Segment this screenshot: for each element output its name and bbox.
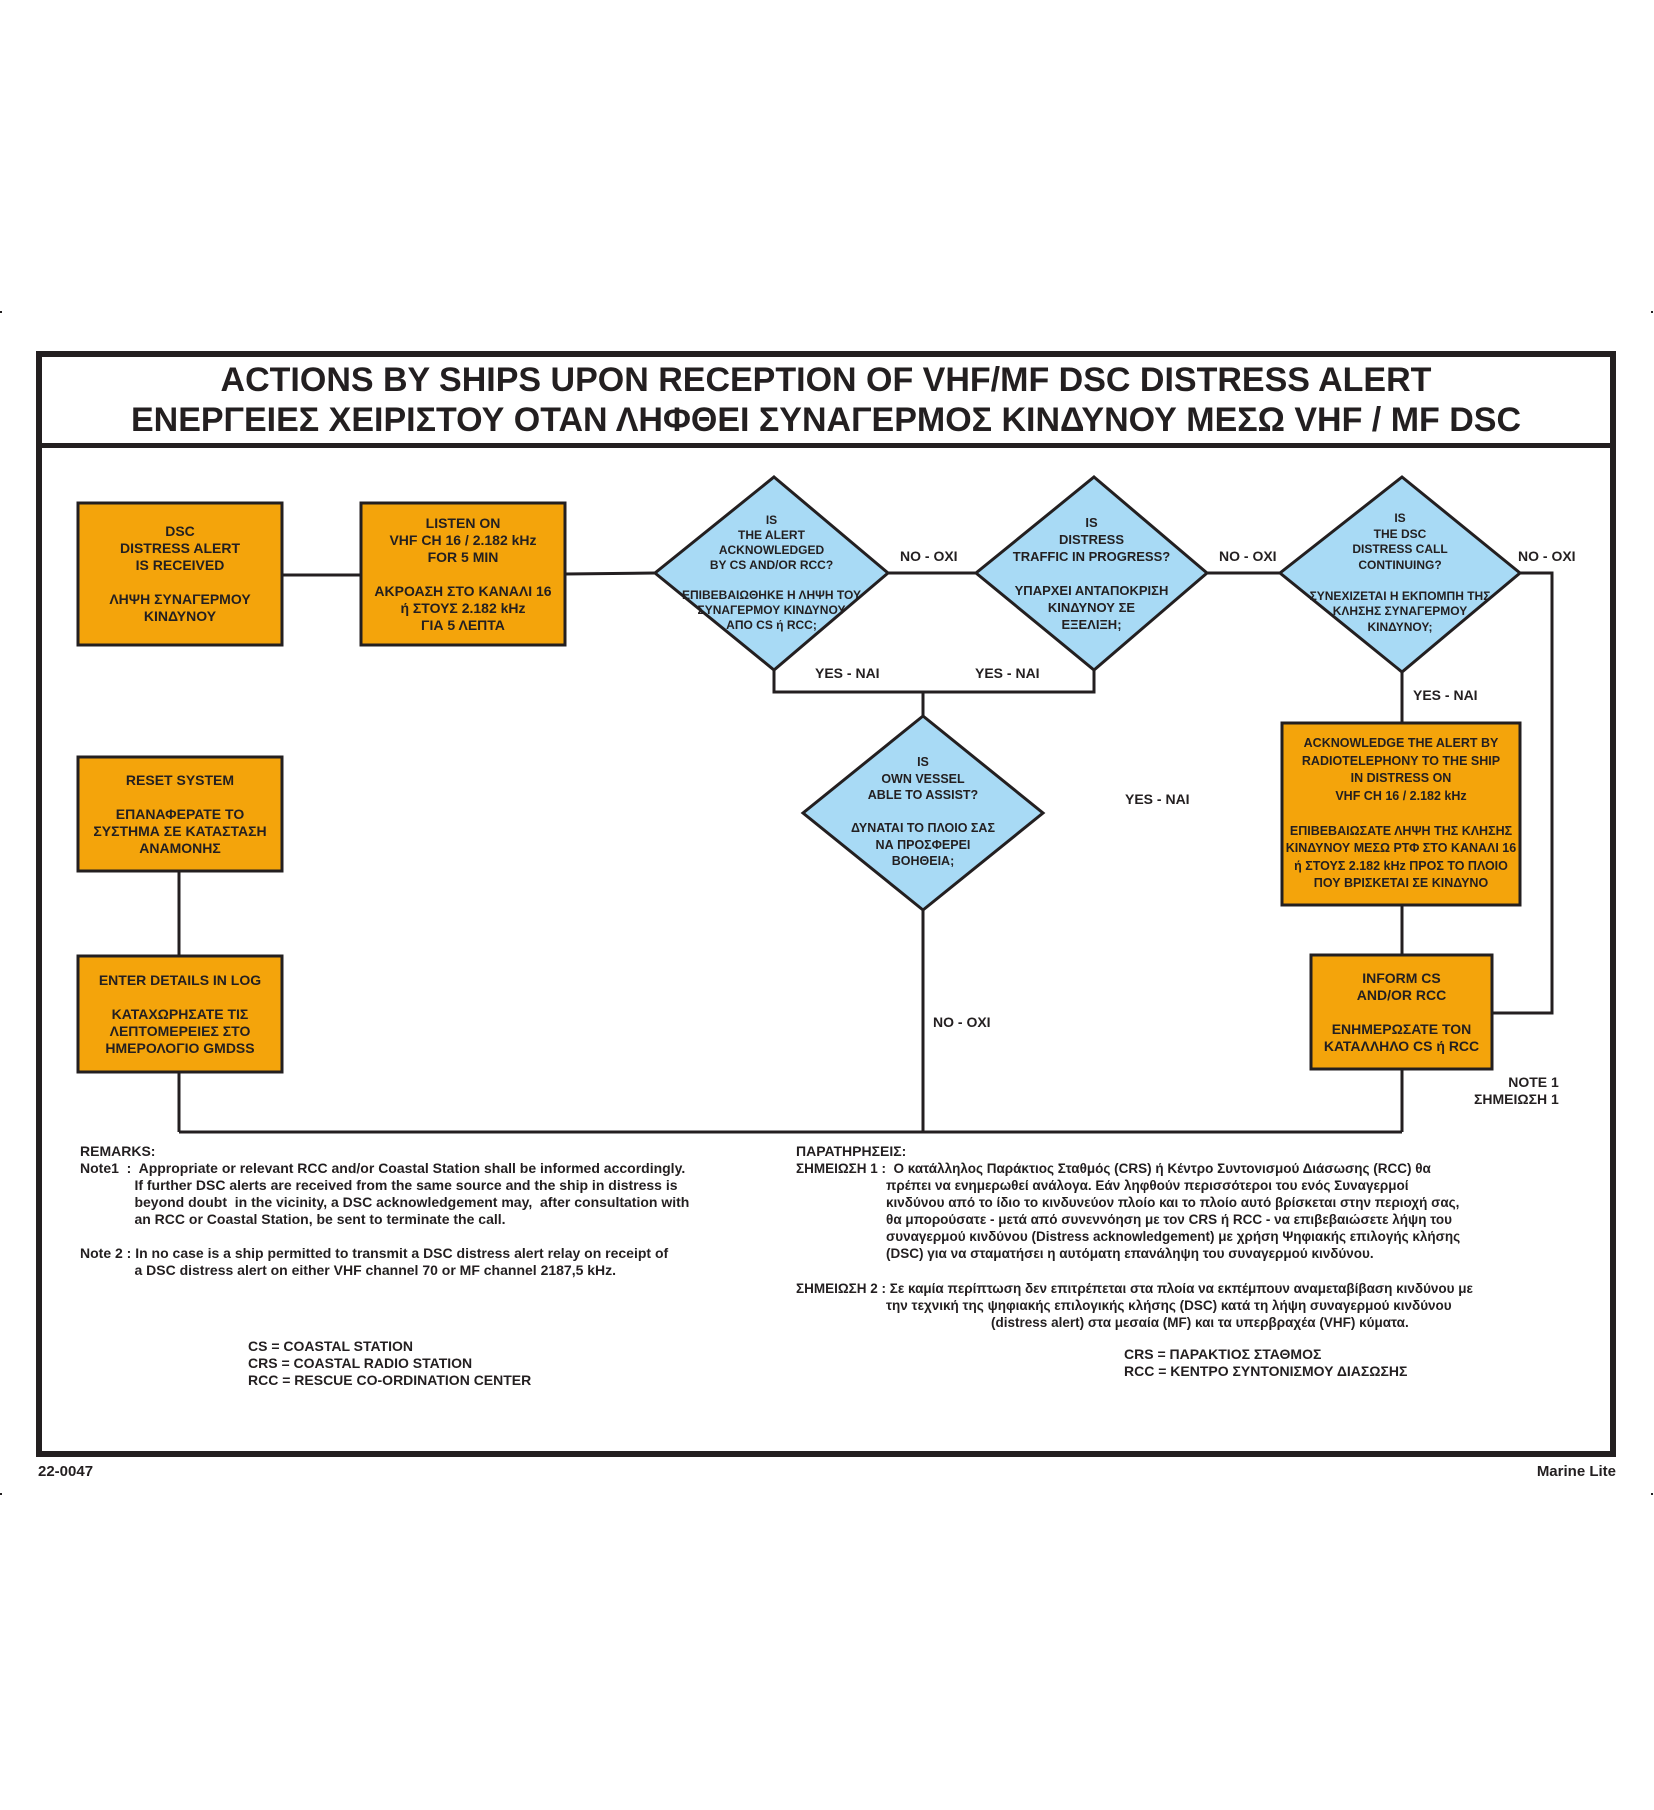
diamond-acknowledged <box>652 475 891 672</box>
remarks-gr-note1: ΣΗΜΕΙΩΣΗ 1 : Ο κατάλληλος Παράκτιος Σταθ… <box>796 1161 1461 1261</box>
reset-text: RESET SYSTEM ΕΠΑΝΑΦΕΡΑΤΕ ΤΟ ΣΥΣΤΗΜΑ ΣΕ Κ… <box>93 771 267 856</box>
acknowledged-text: IS THE ALERT ACKNOWLEDGED BY CS AND/OR R… <box>681 513 861 632</box>
connector-lines <box>177 571 1554 1134</box>
remarks-note1: Note1 : Appropriate or relevant RCC and/… <box>80 1160 690 1227</box>
label-no-continuing: NO - OXI <box>1518 548 1576 564</box>
abbreviations-gr: CRS = ΠΑΡΑΚΤΙΟΣ ΣΤΑΘΜΟΣ RCC = ΚΕΝΤΡΟ ΣΥΝ… <box>1124 1346 1408 1379</box>
title-bar: ACTIONS BY SHIPS UPON RECEPTION OF VHF/M… <box>42 357 1610 448</box>
title-english: ACTIONS BY SHIPS UPON RECEPTION OF VHF/M… <box>220 361 1432 399</box>
chart-frame <box>36 351 1616 1457</box>
remarks-note2: Note 2 : In no case is a ship permitted … <box>80 1245 669 1278</box>
brand-name: Marine Lite <box>1536 1463 1616 1480</box>
traffic-text: IS DISTRESS TRAFFIC IN PROGRESS? ΥΠΑΡΧΕΙ… <box>1012 514 1171 632</box>
crop-mark <box>0 1493 2 1495</box>
box-log <box>76 954 284 1074</box>
box-inform <box>1309 953 1494 1071</box>
label-no-traffic: NO - OXI <box>1219 548 1277 564</box>
label-no-acknowledged: NO - OXI <box>900 548 958 564</box>
box-listen <box>359 501 567 647</box>
remarks-gr-heading: ΠΑΡΑΤΗΡΗΣΕΙΣ: <box>796 1143 907 1159</box>
title-greek: ΕΝΕΡΓΕΙΕΣ ΧΕΙΡΙΣΤΟΥ ΟΤΑΝ ΛΗΦΘΕΙ ΣΥΝΑΓΕΡΜ… <box>130 401 1522 439</box>
acknowledge-text: ACKNOWLEDGE THE ALERT BY RADIOTELEPHONY … <box>1285 736 1517 891</box>
product-code: 22-0047 <box>38 1463 94 1480</box>
continuing-text: IS THE DSC DISTRESS CALL CONTINUING? ΣΥΝ… <box>1309 511 1491 634</box>
label-yes-traffic: YES - NAI <box>975 665 1040 681</box>
listen-text: LISTEN ON VHF CH 16 / 2.182 kHz FOR 5 MI… <box>374 514 552 633</box>
crop-mark <box>1651 1493 1653 1495</box>
diamond-traffic <box>973 475 1210 672</box>
remarks-gr-note2: ΣΗΜΕΙΩΣΗ 2 : Σε καμία περίπτωση δεν επιτ… <box>796 1281 1473 1330</box>
crop-mark <box>1651 311 1653 313</box>
inform-text: INFORM CS AND/OR RCC ΕΝΗΜΕΡΩΣΑΤΕ ΤΟΝ ΚΑΤ… <box>1323 969 1480 1054</box>
box-reset <box>76 755 284 873</box>
assist-text: IS OWN VESSEL ABLE TO ASSIST? ΔΥΝΑΤΑΙ ΤΟ… <box>851 755 995 869</box>
decision-diamonds <box>652 475 1523 912</box>
log-text: ENTER DETAILS IN LOG ΚΑΤΑΧΩΡΗΣΑΤΕ ΤΙΣ ΛΕ… <box>98 971 262 1056</box>
abbreviations-en: CS = COASTAL STATION CRS = COASTAL RADIO… <box>248 1338 532 1388</box>
diamond-assist <box>800 714 1046 912</box>
remarks-heading: REMARKS: <box>80 1143 156 1159</box>
label-yes-continuing: YES - NAI <box>1413 687 1478 703</box>
label-yes-middle: YES - NAI <box>1125 791 1190 807</box>
dsc-received-text: DSC DISTRESS ALERT IS RECEIVED ΛΗΨΗ ΣΥΝΑ… <box>109 523 251 624</box>
label-no-assist: NO - OXI <box>933 1014 991 1030</box>
process-boxes <box>76 501 1522 1074</box>
label-note1: NOTE 1 ΣΗΜΕΙΩΣΗ 1 <box>1474 1074 1559 1107</box>
crop-mark <box>0 311 2 313</box>
box-acknowledge <box>1280 721 1522 907</box>
diamond-continuing <box>1277 475 1523 674</box>
label-yes-acknowledged: YES - NAI <box>815 665 880 681</box>
box-dsc-received <box>76 501 284 647</box>
